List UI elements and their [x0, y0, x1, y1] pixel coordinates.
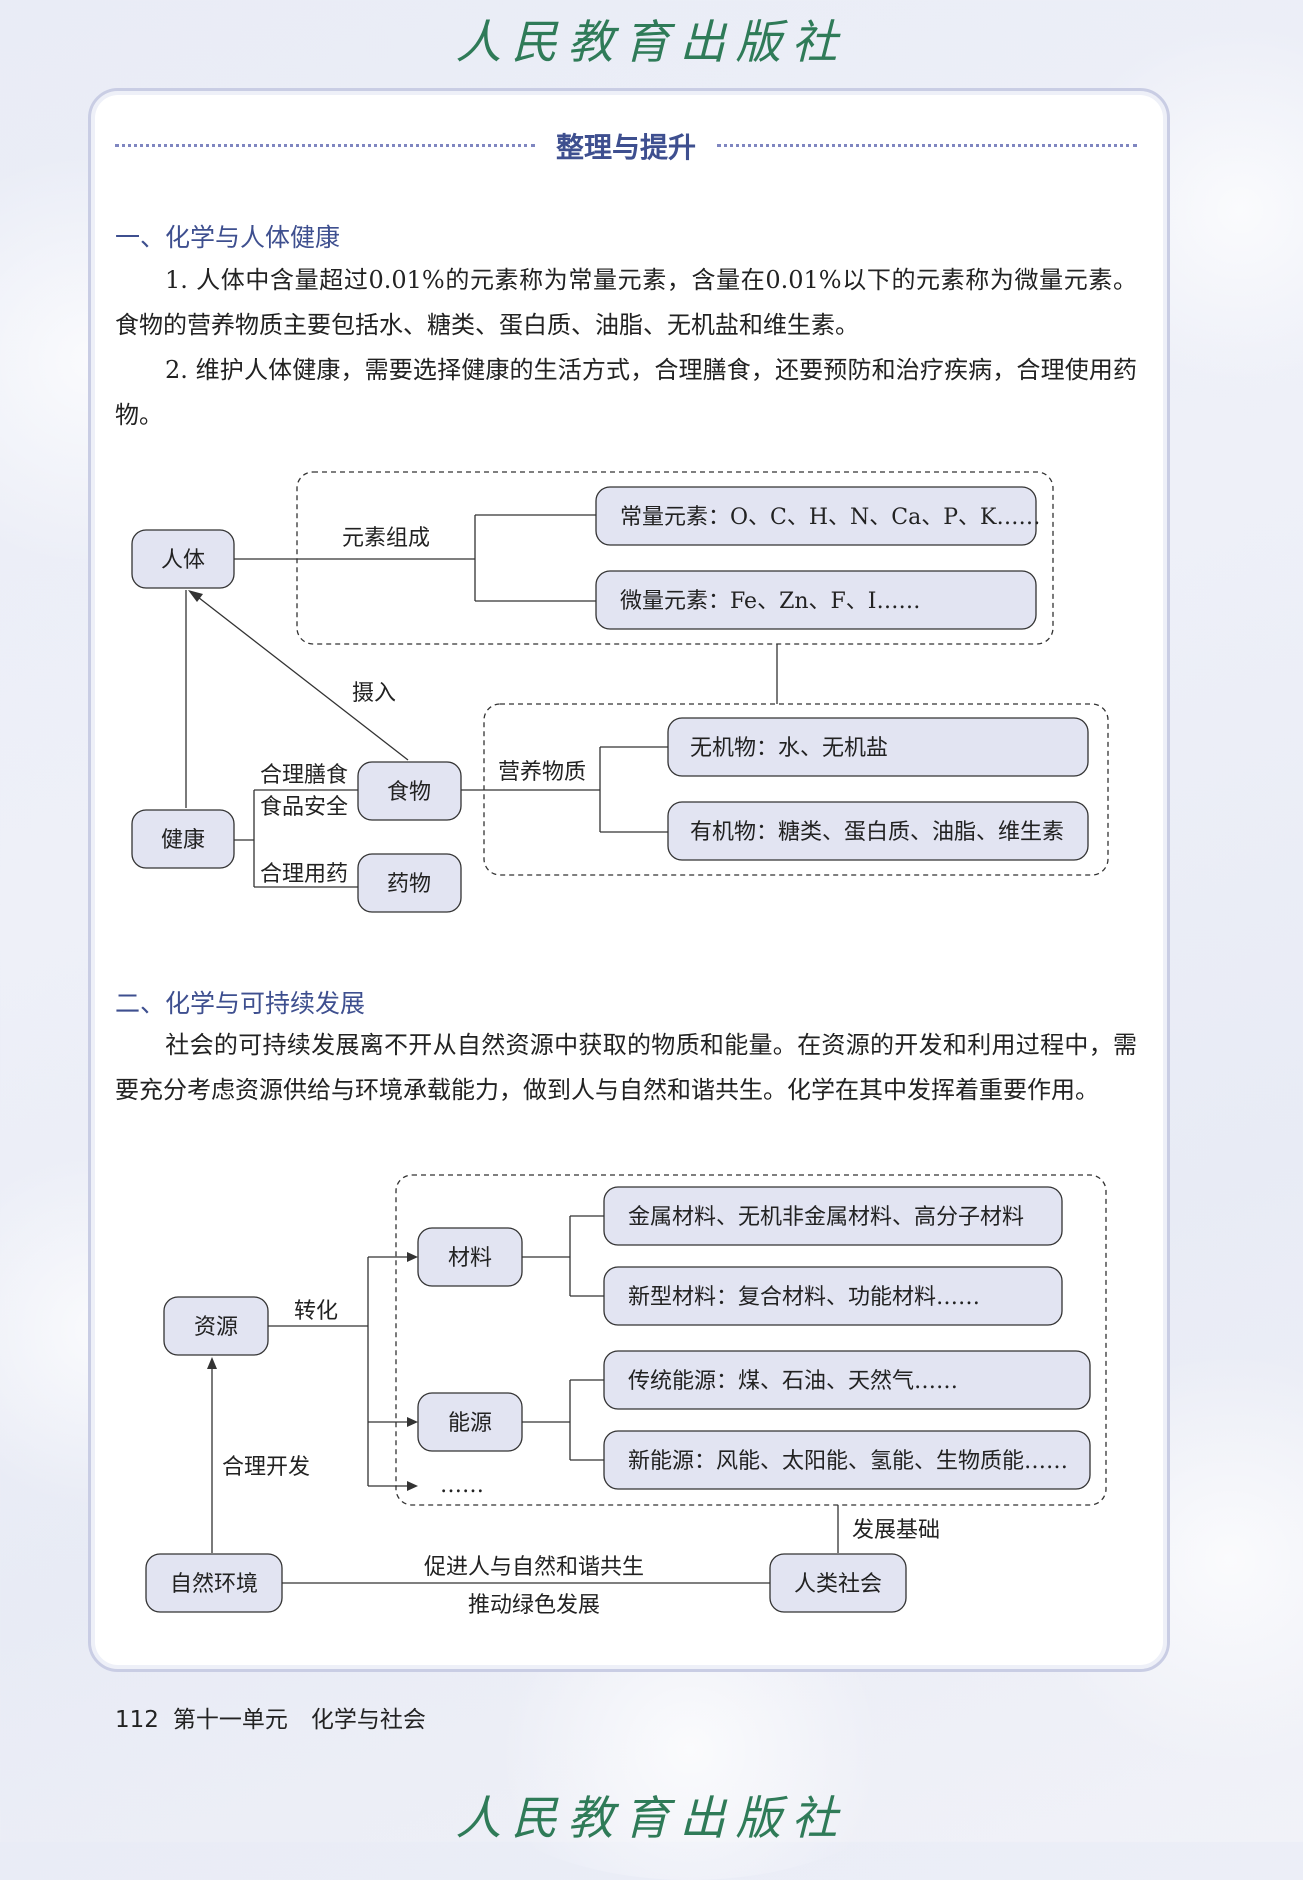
ellipsis-arrowhead	[407, 1481, 418, 1491]
sheru-arrow-line	[193, 593, 409, 761]
weiliang-box	[595, 570, 1037, 630]
ziyuan-label: 资源	[194, 1315, 238, 1340]
youjiwu-label: 有机物：糖类、蛋白质、油脂、维生素	[690, 820, 1064, 845]
heli-kaifa-arrowhead	[207, 1357, 217, 1369]
part1-paragraph-2-text: 2. 维护人体健康，需要选择健康的生活方式，合理膳食，还要预防和治疗疾病，合理使…	[115, 356, 1137, 429]
tuidong-label: 推动绿色发展	[468, 1593, 600, 1618]
sheru-label: 摄入	[352, 681, 396, 706]
part2-paragraph-text: 社会的可持续发展离不开从自然资源中获取的物质和能量。在资源的开发和利用过程中，需…	[115, 1031, 1137, 1104]
page-footer: 112 第十一单元 化学与社会	[115, 1700, 426, 1734]
title-divider-left	[115, 144, 535, 147]
cailiao-label: 材料	[448, 1246, 492, 1271]
cailiao2-box	[603, 1266, 1063, 1326]
weiliang-label: 微量元素：Fe、Zn、F、I……	[620, 589, 921, 614]
section-title-row: 整理与提升	[115, 126, 1137, 166]
nengyuan1-box	[603, 1350, 1091, 1410]
title-divider-right	[717, 144, 1137, 147]
yingyang-wuzhi-label: 营养物质	[498, 760, 586, 785]
zhuanhua-label: 转化	[294, 1299, 338, 1324]
shipin-anquan-label: 食品安全	[260, 795, 348, 820]
jiankang-label: 健康	[161, 828, 205, 853]
changliang-label: 常量元素：O、C、H、N、Ca、P、K……	[620, 505, 1041, 530]
renti-label: 人体	[161, 548, 205, 573]
jiankang-box	[131, 809, 235, 869]
renti-box	[131, 529, 235, 589]
fazhan-jichu-label: 发展基础	[852, 1518, 940, 1543]
renlei-shehui-box	[769, 1553, 907, 1613]
heli-shanshi-label: 合理膳食	[260, 763, 348, 788]
changliang-box	[595, 486, 1037, 546]
shiwu-label: 食物	[387, 780, 431, 805]
ziran-huanjing-label: 自然环境	[170, 1572, 258, 1597]
youjiwu-box	[667, 801, 1089, 861]
publisher-logo-bottom: 人民教育出版社	[455, 1791, 848, 1845]
wujiwu-box	[667, 717, 1089, 777]
part1-paragraph-1-text: 1. 人体中含量超过0.01%的元素称为常量元素，含量在0.01%以下的元素称为…	[115, 266, 1137, 339]
ziran-huanjing-box	[145, 1553, 283, 1613]
ziyuan-box	[163, 1296, 269, 1356]
section-title: 整理与提升	[555, 131, 696, 164]
publisher-logo-top: 人民教育出版社	[455, 15, 848, 69]
part2-paragraph: 社会的可持续发展离不开从自然资源中获取的物质和能量。在资源的开发和利用过程中，需…	[115, 1023, 1137, 1113]
part1-heading: 一、化学与人体健康	[115, 223, 341, 252]
yaowu-box	[357, 853, 462, 913]
shiwu-box	[357, 761, 462, 821]
nengyuan-box	[417, 1392, 523, 1452]
part2-heading: 二、化学与可持续发展	[115, 989, 366, 1018]
cailiao-arrowhead	[407, 1252, 418, 1262]
concept-map-health: 人体 常量元素：O、C、H、N、Ca、P、K…… 微量元素：Fe、Zn、F、I……	[131, 471, 1109, 913]
nengyuan2-box	[603, 1430, 1091, 1490]
yuansu-zucheng-label: 元素组成	[342, 526, 430, 551]
unit-title: 第十一单元 化学与社会	[172, 1707, 426, 1733]
nengyuan-arrowhead	[407, 1417, 418, 1427]
cailiao2-label: 新型材料：复合材料、功能材料……	[628, 1285, 980, 1310]
nengyuan1-label: 传统能源：煤、石油、天然气……	[628, 1369, 958, 1394]
nengyuan-label: 能源	[448, 1411, 492, 1436]
sheru-arrowhead	[188, 590, 203, 602]
cailiao-box	[417, 1227, 523, 1287]
cujin-label: 促进人与自然和谐共生	[424, 1555, 644, 1580]
wujiwu-label: 无机物：水、无机盐	[690, 736, 888, 761]
element-group-frame	[296, 471, 1054, 645]
yaowu-label: 药物	[387, 872, 431, 897]
page-number: 112	[115, 1707, 159, 1733]
heli-kaifa-label: 合理开发	[222, 1455, 310, 1480]
nengyuan2-label: 新能源：风能、太阳能、氢能、生物质能……	[628, 1449, 1068, 1474]
cailiao1-label: 金属材料、无机非金属材料、高分子材料	[628, 1205, 1024, 1230]
ellipsis-label: ……	[440, 1473, 484, 1498]
cailiao1-box	[603, 1186, 1063, 1246]
concept-map-sustainability: 资源 材料 能源 …… 金属材料、无机非金属材料、高分子材料 新型材料：复合材料…	[145, 1174, 1107, 1618]
renlei-shehui-label: 人类社会	[794, 1572, 882, 1597]
heli-yongyao-label: 合理用药	[260, 862, 348, 887]
part1-paragraph-1: 1. 人体中含量超过0.01%的元素称为常量元素，含量在0.01%以下的元素称为…	[115, 258, 1137, 348]
part1-paragraph-2: 2. 维护人体健康，需要选择健康的生活方式，合理膳食，还要预防和治疗疾病，合理使…	[115, 348, 1137, 438]
